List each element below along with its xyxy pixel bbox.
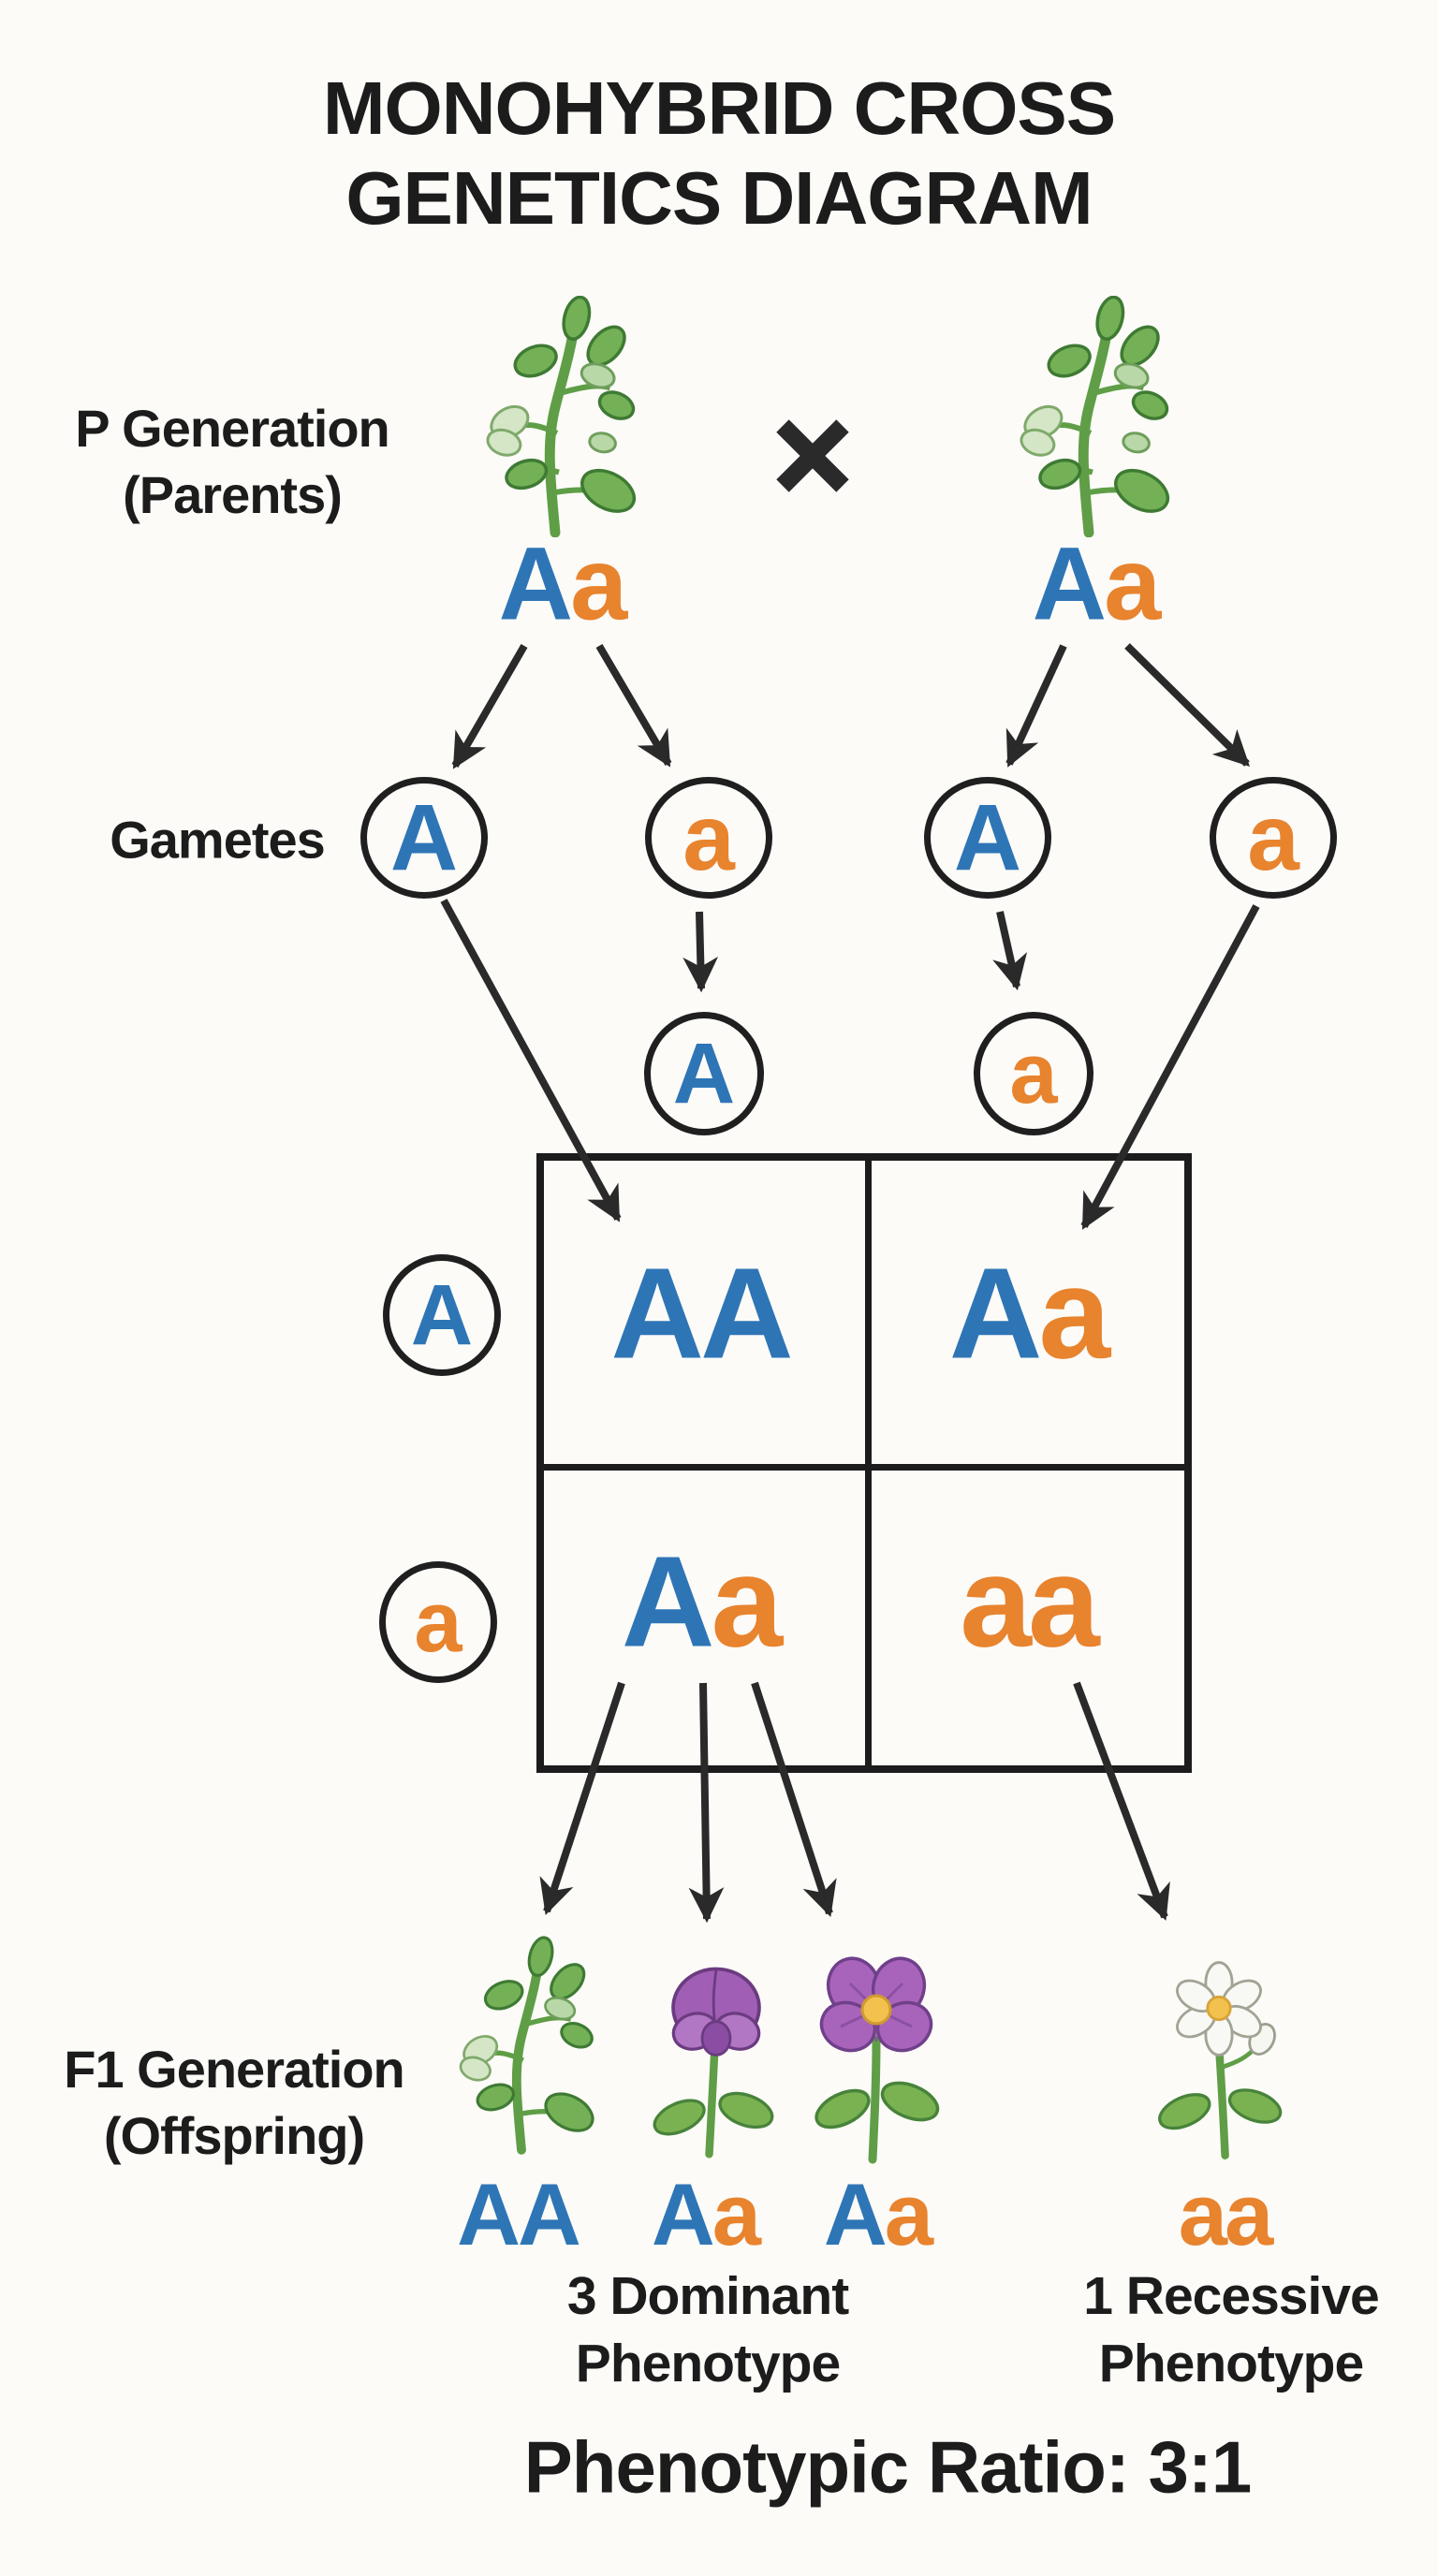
allele-letter: a: [1178, 2165, 1227, 2263]
parent-plant-left: [466, 295, 644, 542]
p-generation-label: P Generation (Parents): [75, 395, 390, 528]
arrow-left-parent-to-gamete-1: [451, 643, 528, 769]
gametes-label: Gametes: [110, 810, 326, 870]
punnett-column-header-a: a: [974, 1012, 1093, 1135]
allele-letter: a: [1225, 2165, 1273, 2263]
page-title-line2: GENETICS DIAGRAM: [345, 156, 1093, 240]
dominant-caption-line1: 3 Dominant: [566, 2266, 849, 2326]
arrow-right-parent-to-gamete-4: [1124, 643, 1250, 767]
arrow-left-parent-to-gamete-2: [595, 643, 672, 768]
f1-genotype-AA: AA: [457, 2164, 581, 2265]
allele-letter: A: [621, 1530, 715, 1675]
f1-genotype-aa: aa: [1178, 2164, 1274, 2265]
pea-plant-icon: [1020, 295, 1170, 538]
page-title-line1: MONOHYBRID CROSS: [322, 66, 1116, 150]
punnett-row-divider: [544, 1464, 1184, 1471]
gamete-circle-1: A: [360, 777, 488, 899]
gamete-circle-2: a: [645, 777, 772, 899]
allele-letter: a: [1009, 1026, 1058, 1121]
punnett-cell-Aa-top: Aa: [948, 1240, 1110, 1389]
allele-letter: A: [457, 2165, 521, 2263]
f1-generation-label-line2: (Offspring): [103, 2106, 365, 2165]
arrow-right-parent-to-gamete-3: [1005, 644, 1067, 768]
right-parent-genotype: Aa: [1032, 525, 1162, 644]
allele-letter: a: [711, 1530, 783, 1675]
f1-genotype-Aa-2: Aa: [823, 2164, 933, 2265]
f1-flower-purple-sweet-pea: [646, 1949, 786, 2176]
dominant-caption-line2: Phenotype: [575, 2334, 841, 2393]
allele-letter: a: [884, 2165, 933, 2263]
gamete-letter: A: [389, 785, 459, 890]
gamete-letter: A: [953, 785, 1022, 890]
phenotypic-ratio-caption: Phenotypic Ratio: 3:1: [523, 2425, 1252, 2509]
f1-flower-white: [1144, 1951, 1294, 2176]
allele-letter: A: [948, 1241, 1043, 1386]
p-generation-label-line1: P Generation: [75, 399, 390, 458]
allele-letter: a: [960, 1530, 1032, 1675]
cross-icon: [770, 413, 856, 504]
punnett-column-header-A: A: [644, 1012, 764, 1135]
allele-letter: a: [1104, 526, 1161, 642]
punnett-row-header-a: a: [379, 1561, 497, 1683]
punnett-cell-AA: AA: [610, 1240, 794, 1389]
punnett-column-divider: [865, 1161, 872, 1765]
punnett-square: [536, 1153, 1192, 1773]
gamete-circle-4: a: [1210, 777, 1337, 899]
f1-generation-label-line1: F1 Generation: [64, 2040, 405, 2099]
f1-genotype-Aa-1: Aa: [651, 2164, 761, 2265]
punnett-row-header-A: A: [383, 1254, 501, 1376]
allele-letter: a: [414, 1574, 462, 1670]
allele-letter: a: [1038, 1241, 1110, 1386]
allele-letter: A: [498, 526, 573, 642]
pea-plant-icon: [459, 1936, 594, 2155]
allele-letter: A: [823, 2165, 888, 2263]
allele-letter: A: [610, 1241, 704, 1386]
recessive-phenotype-caption: 1 Recessive Phenotype: [1083, 2262, 1379, 2397]
page-title: MONOHYBRID CROSS GENETICS DIAGRAM: [322, 64, 1116, 243]
sweet-pea-flower-icon: [653, 1967, 774, 2159]
allele-letter: A: [700, 1241, 794, 1386]
allele-letter: a: [1028, 1530, 1100, 1675]
f1-flower-purple-violet: [801, 1947, 951, 2176]
gamete-letter: a: [682, 785, 735, 890]
punnett-cell-aa: aa: [960, 1529, 1100, 1677]
violet-flower-icon: [814, 1956, 940, 2164]
p-generation-label-line2: (Parents): [123, 465, 343, 524]
allele-letter: a: [570, 526, 627, 642]
gamete-letter: a: [1247, 785, 1299, 890]
arrow-gamete-2-to-column-header-1: [682, 911, 719, 993]
recessive-caption-line2: Phenotype: [1098, 2334, 1364, 2393]
parent-plant-right: [1000, 295, 1178, 542]
pea-plant-icon: [486, 295, 637, 538]
allele-letter: a: [712, 2165, 761, 2263]
arrow-gamete-3-to-column-header-2: [992, 911, 1028, 991]
f1-generation-label: F1 Generation (Offspring): [64, 2036, 405, 2169]
f1-plant-green-pea: [442, 1921, 601, 2174]
allele-letter: A: [651, 2165, 715, 2263]
allele-letter: A: [672, 1026, 736, 1121]
allele-letter: A: [1032, 526, 1107, 642]
recessive-caption-line1: 1 Recessive: [1083, 2266, 1379, 2326]
left-parent-genotype: Aa: [498, 525, 628, 644]
allele-letter: A: [410, 1267, 474, 1363]
gamete-circle-3: A: [924, 777, 1051, 899]
dominant-phenotype-caption: 3 Dominant Phenotype: [566, 2262, 849, 2397]
white-flower-icon: [1158, 1961, 1283, 2159]
allele-letter: A: [518, 2165, 581, 2263]
punnett-cell-Aa-bottom: Aa: [621, 1529, 783, 1677]
